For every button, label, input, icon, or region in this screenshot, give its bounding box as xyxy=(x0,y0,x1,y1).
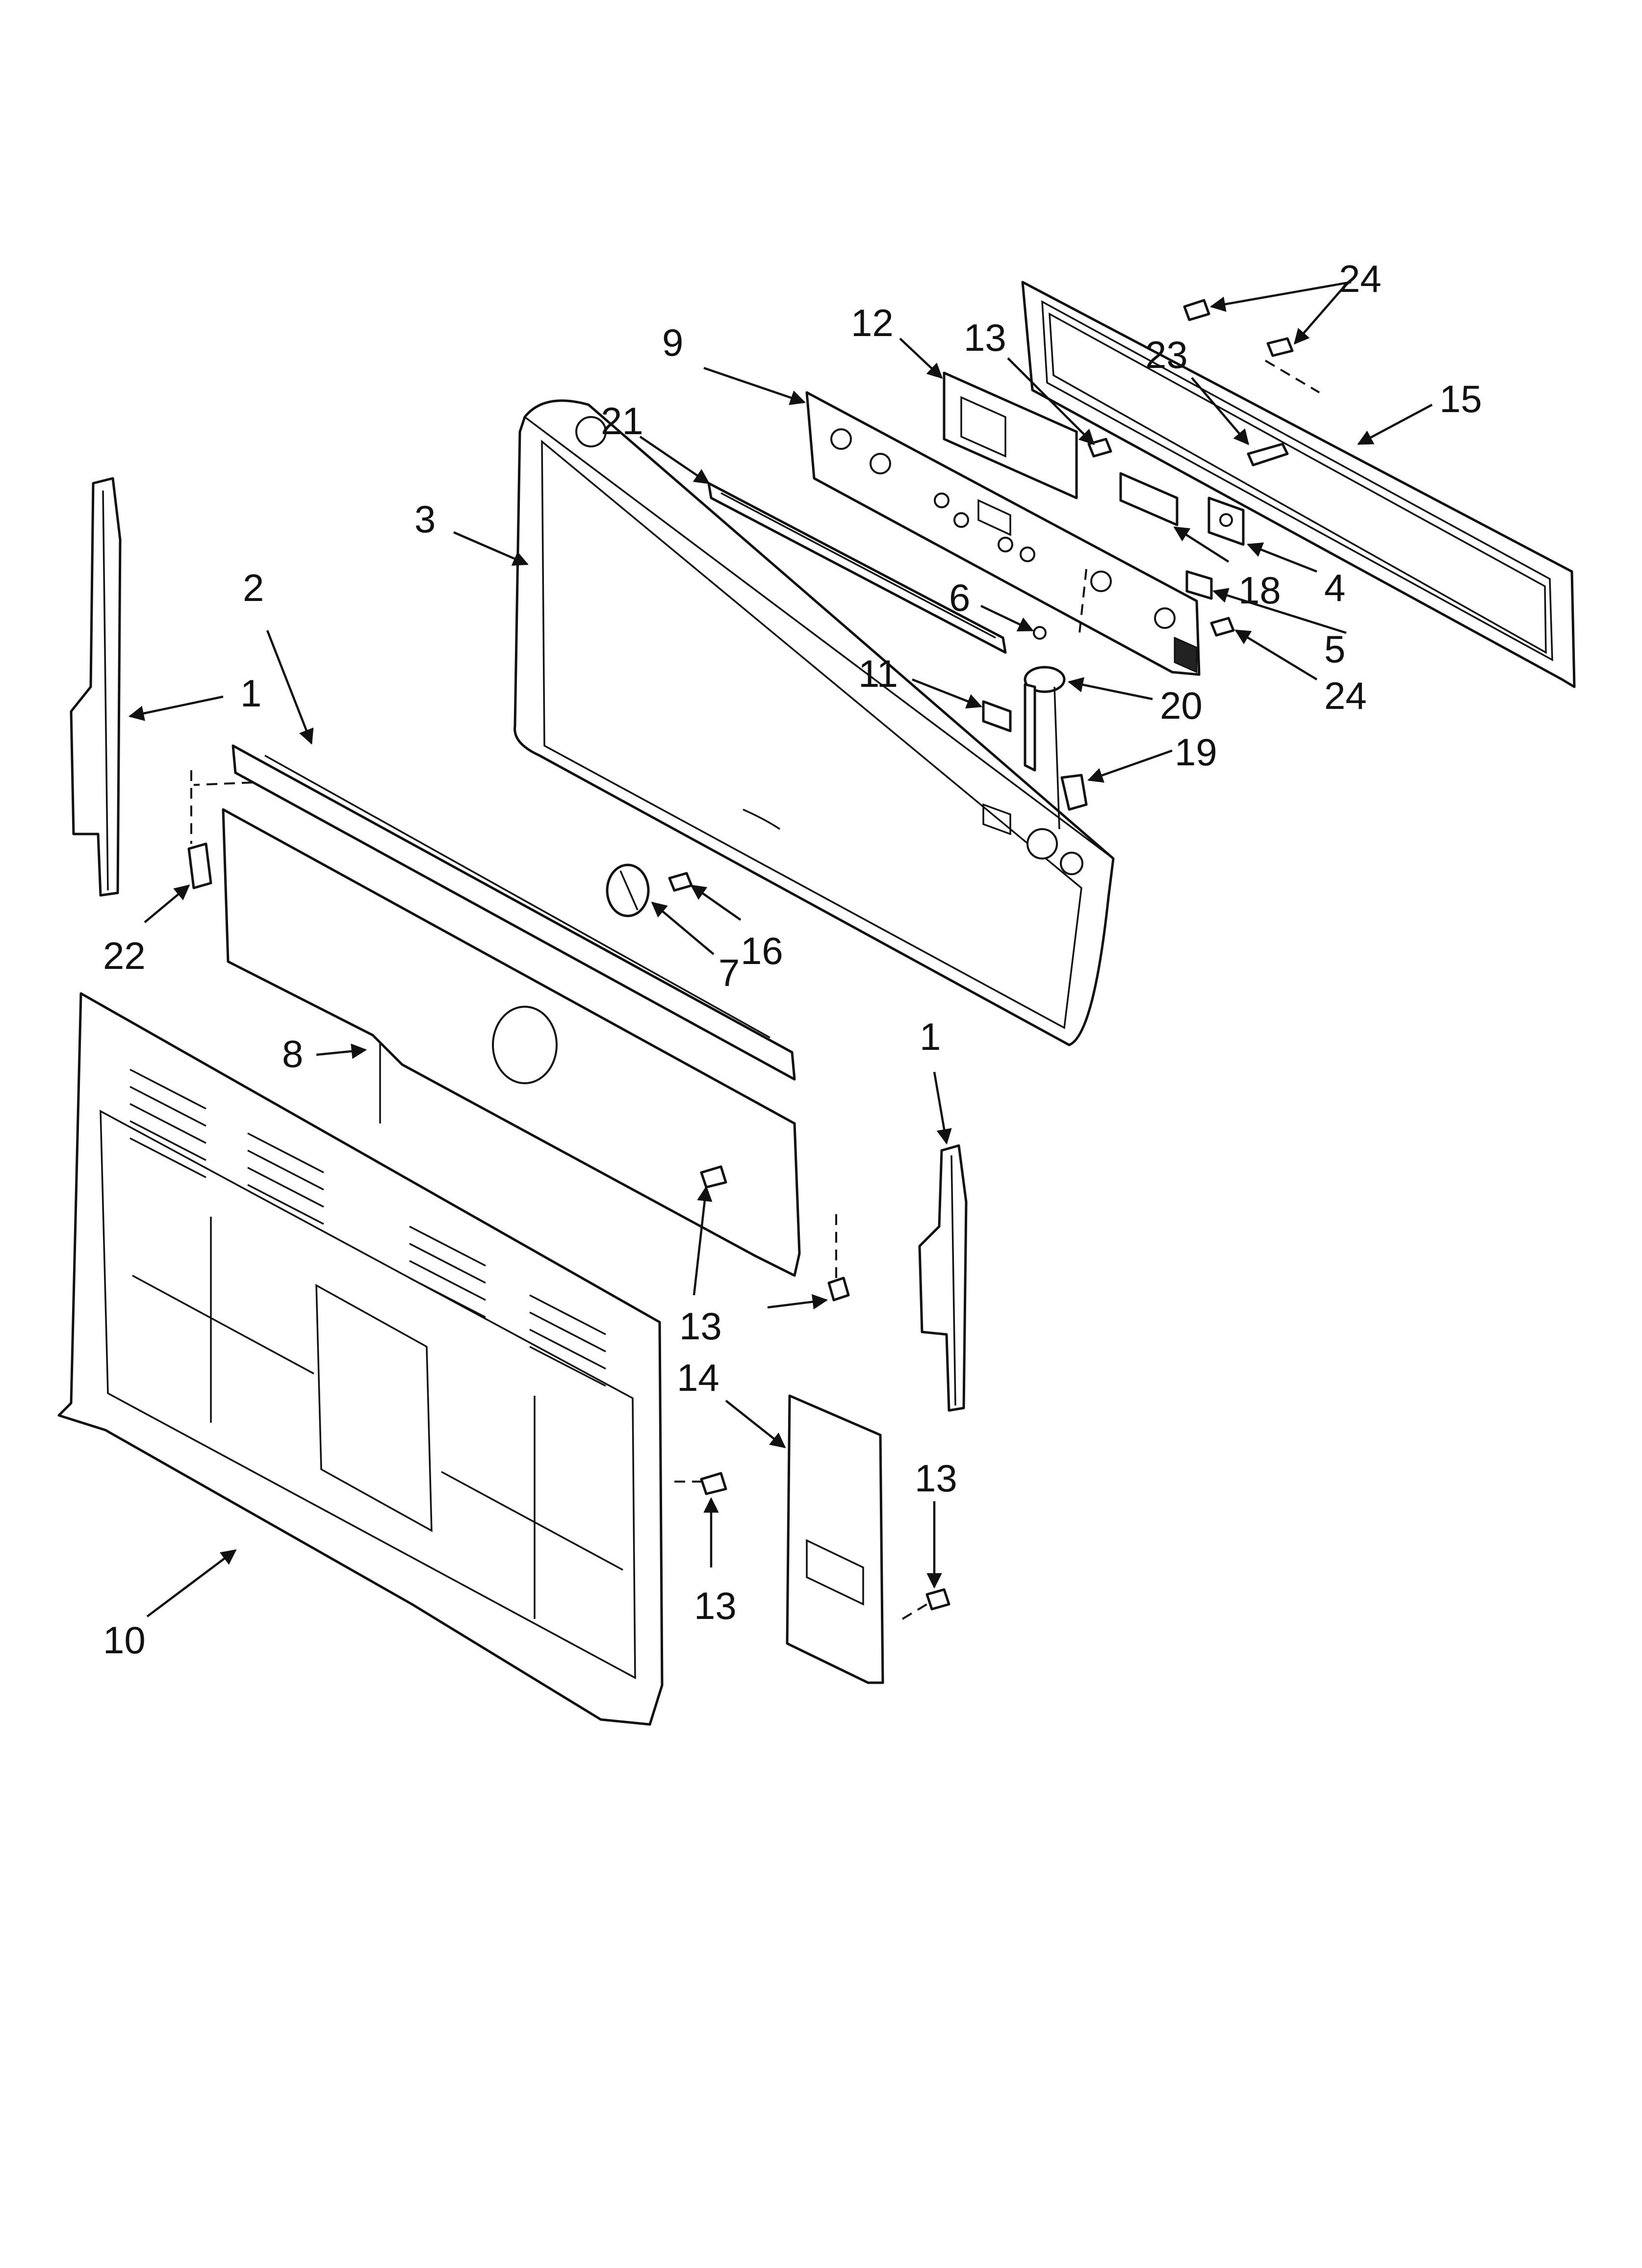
leader-5 xyxy=(1212,588,1347,634)
callout-1: 1 xyxy=(240,672,261,715)
part-10-vents xyxy=(129,1069,606,1387)
leader-22 xyxy=(144,884,190,923)
part-16-screw xyxy=(668,872,693,892)
leader-1b xyxy=(933,1071,952,1145)
leader-13b xyxy=(693,1185,713,1296)
callout-20: 20 xyxy=(1160,684,1203,727)
part-9-control-panel xyxy=(805,391,1201,676)
callout-13: 13 xyxy=(915,1457,957,1500)
callout-24: 24 xyxy=(1324,674,1367,717)
callout-13: 13 xyxy=(964,316,1006,359)
callout-23: 23 xyxy=(1145,333,1188,376)
callout-24: 24 xyxy=(1339,257,1382,300)
leader-4 xyxy=(1247,542,1317,573)
part-15-trim-frame xyxy=(1021,281,1576,688)
callout-22: 22 xyxy=(103,934,146,977)
callout-labels: 1 1 2 3 4 5 6 7 8 9 10 11 12 13 13 13 13… xyxy=(103,257,1482,1662)
leader-16 xyxy=(690,885,742,921)
leader-8 xyxy=(316,1043,367,1059)
callout-10: 10 xyxy=(103,1618,146,1662)
leader-19 xyxy=(1087,749,1173,783)
leader-24a xyxy=(1209,281,1352,312)
part-1-bracket-right xyxy=(918,1144,968,1412)
part-7-knob xyxy=(606,863,650,917)
leader-7 xyxy=(651,901,715,955)
leader-20 xyxy=(1067,677,1153,701)
part-6-screw xyxy=(1033,626,1047,640)
callout-4: 4 xyxy=(1324,566,1345,609)
callout-18: 18 xyxy=(1238,569,1281,612)
leader-15 xyxy=(1357,404,1433,445)
callout-15: 15 xyxy=(1439,377,1482,420)
part-24-screws xyxy=(1183,299,1294,637)
part-3-console xyxy=(513,399,1115,1046)
part-14-bracket xyxy=(786,1394,884,1684)
part-22-screw xyxy=(187,842,212,889)
leader-23 xyxy=(1191,377,1250,445)
hidden-lines xyxy=(190,360,1320,1620)
leader-21 xyxy=(639,436,710,484)
leader-24b xyxy=(1293,286,1345,345)
callout-12: 12 xyxy=(851,301,894,344)
callout-19: 19 xyxy=(1175,730,1217,774)
leader-18 xyxy=(1173,526,1230,563)
leader-13c xyxy=(767,1294,828,1310)
leader-14 xyxy=(725,1400,786,1448)
callout-5: 5 xyxy=(1324,627,1345,671)
callout-21: 21 xyxy=(601,399,643,443)
part-8-shield xyxy=(222,808,801,1277)
part-2-rail xyxy=(231,744,796,1081)
callout-13: 13 xyxy=(679,1304,722,1348)
leader-13a xyxy=(1007,357,1095,445)
callout-16: 16 xyxy=(741,929,783,972)
part-21-bracket-strip xyxy=(707,482,1007,654)
callout-7: 7 xyxy=(718,951,740,994)
leader-11 xyxy=(912,678,982,709)
leader-2 xyxy=(266,630,314,745)
part-23-clip xyxy=(1247,443,1289,467)
callout-3: 3 xyxy=(414,497,436,541)
callout-9: 9 xyxy=(662,321,683,364)
part-11-switch xyxy=(982,700,1012,732)
leader-lines xyxy=(128,281,1433,1617)
callout-11: 11 xyxy=(858,652,898,695)
leader-3 xyxy=(453,531,529,566)
callout-13: 13 xyxy=(694,1584,737,1627)
part-5-connector xyxy=(1185,570,1213,600)
callout-6: 6 xyxy=(949,576,970,619)
callout-1: 1 xyxy=(920,1015,941,1058)
leader-9 xyxy=(703,366,806,405)
leader-10 xyxy=(146,1549,237,1617)
part-4-switch xyxy=(1207,496,1245,546)
leader-24c xyxy=(1234,629,1318,680)
part-20-thermostat xyxy=(1024,666,1066,830)
leader-1a xyxy=(128,695,224,721)
callout-2: 2 xyxy=(243,566,264,609)
part-10-back-panel xyxy=(57,992,664,1726)
callout-8: 8 xyxy=(282,1032,303,1075)
part-19-indicator xyxy=(1060,774,1088,811)
leader-6 xyxy=(980,604,1034,632)
leader-12 xyxy=(899,338,943,379)
part-13-screws-lower xyxy=(700,1165,950,1611)
part-12-display-board xyxy=(943,371,1078,499)
part-18-label xyxy=(1119,472,1179,526)
callout-14: 14 xyxy=(677,1356,719,1399)
part-1-bracket-left xyxy=(70,477,122,897)
